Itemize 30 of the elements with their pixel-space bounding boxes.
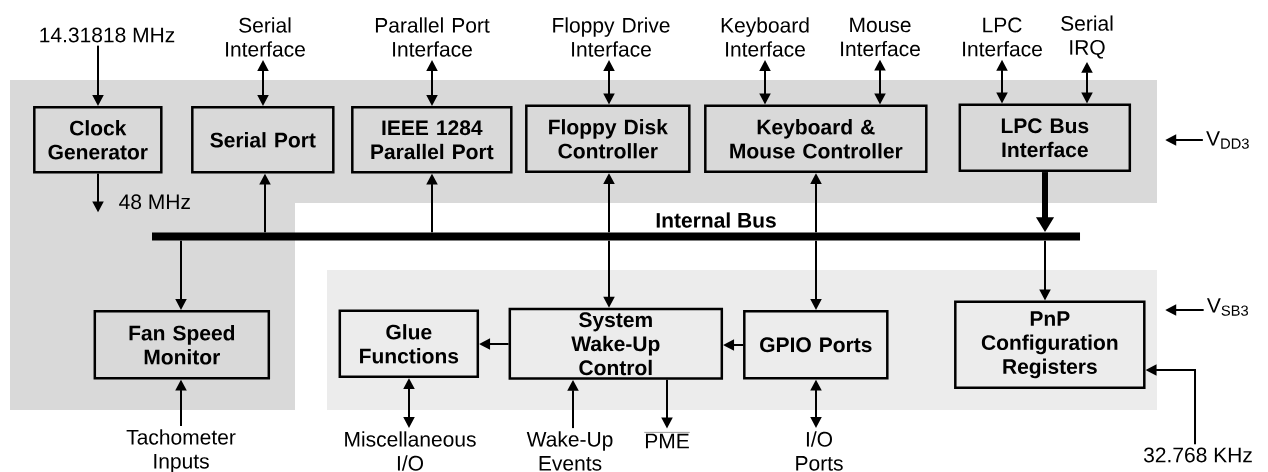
block-box: Serial Port	[191, 106, 335, 174]
signal-label: Mouse Interface	[841, 17, 920, 57]
signal-label: Wake-Up Events	[526, 431, 613, 471]
block-box: Clock Generator	[33, 106, 163, 174]
signal-label: I/O Ports	[796, 431, 843, 471]
block-box: Keyboard & Mouse Controller	[704, 104, 928, 174]
signal-label: Miscellaneous I/O	[345, 431, 476, 471]
block-box: IEEE 1284 Parallel Port	[351, 106, 513, 174]
block-box: Glue Functions	[338, 309, 480, 379]
signal-label: Tachometer Inputs	[126, 429, 236, 472]
signal-label: Serial IRQ	[1061, 15, 1113, 59]
block-box: GPIO Ports	[743, 310, 889, 380]
signal-label: 32.768 KHz	[1143, 447, 1252, 463]
signal-label: Keyboard Interface	[721, 17, 809, 57]
block-box: Floppy Disk Controller	[525, 104, 691, 174]
signal-label: Floppy Drive Interface	[553, 17, 670, 57]
signal-label: PME	[644, 432, 690, 449]
signal-label: V$_{SB3}$	[1206, 298, 1248, 316]
block-box: System Wake-Up Control	[508, 307, 724, 380]
block-box: LPC Bus Interface	[958, 103, 1132, 173]
signal-label: LPC Interface	[963, 17, 1042, 57]
node-label: Internal Bus	[656, 212, 776, 228]
signal-label: Parallel Port Interface	[375, 17, 490, 57]
signal-label: 48 MHz	[119, 194, 190, 210]
block-box: PnP Configuration Registers	[954, 300, 1146, 390]
signal-label: V$_{DD3}$	[1206, 131, 1249, 149]
signal-label: 14.31818 MHz	[40, 27, 175, 43]
signal-label: Serial Interface	[226, 17, 305, 57]
bus-bar: Internal Bus	[152, 212, 1080, 241]
block-box: Fan Speed Monitor	[93, 310, 271, 380]
